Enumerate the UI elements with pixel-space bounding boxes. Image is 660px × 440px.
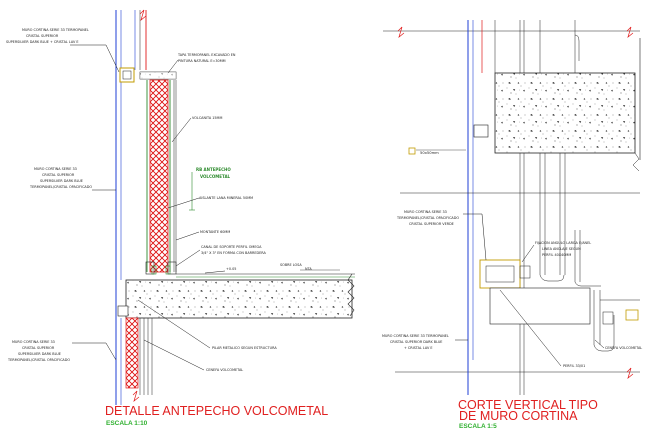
note-tapa-1: TAPA TERMOPANEL EXCAVADO EN: [177, 53, 236, 57]
note-muro-top-1: MURO CORTINA SERIE 33 TERMOPANEL: [22, 28, 89, 32]
left-annotations: MURO CORTINA SERIE 33 TERMOPANEL CRISTAL…: [6, 28, 312, 372]
right-detail-drawing: 50x50mm: [383, 20, 641, 395]
note-pilar: PILAR METALICO SEGUN ESTRUCTURA: [212, 346, 277, 350]
note-fijacion-1: FIJACION ANGULO LARGA E/ANEL: [535, 241, 591, 245]
left-detail-title: DETALLE ANTEPECHO VOLCOMETAL: [105, 404, 328, 418]
note-muro-mid-4: TERMOPANEL/CRISTAL OPACIFICADO: [29, 185, 92, 189]
note-sobre-losa: SOBRE LOSA: [280, 263, 302, 267]
note-muro-low-1: MURO CORTINA SERIE 33: [12, 340, 55, 344]
note-tapa-2: PINTURA NATURAL e=30mm: [178, 59, 226, 63]
right-detail-title-line2: DE MURO CORTINA: [459, 409, 578, 423]
note-nivel: +0.05: [226, 267, 236, 271]
note-volcanita: VOLCANITA 15mm: [192, 116, 222, 120]
right-detail-scale: ESCALA 1:5: [459, 423, 497, 430]
note-perfil: PERFIL 33/01: [563, 364, 585, 368]
left-detail-drawing: [115, 9, 355, 405]
note-right-muro-2: TERMOPANEL/CRISTAL OPACIFICADO: [396, 216, 459, 220]
note-antepecho-1: RB ANTEPECHO: [196, 167, 231, 172]
note-canal-1: CANAL DE SOPORTE PERFIL OMEGA: [201, 245, 262, 249]
note-canal-2: 3/4" x 3" EN FORMA CON BARREDERA: [201, 251, 266, 255]
note-fijacion-3: PERFIL 40x40mm: [542, 253, 571, 257]
note-cenefa-right: CENEFA VOLCOMETAL: [605, 346, 642, 350]
dimension-50x50: 50x50mm: [420, 151, 439, 155]
note-muro-mid-2: CRISTAL SUPERIOR: [42, 173, 75, 177]
right-detail-title-line1: CORTE VERTICAL TIPO: [458, 398, 598, 412]
note-muro-mid-1: MURO CORTINA SERIE 33: [34, 167, 77, 171]
note-muro-top-3: SUPERSILVER DARK BLUE + CRISTAL LAV E: [6, 40, 79, 44]
note-right-bottom-1: MURO CORTINA SERIE 33 TERMOPANEL: [382, 334, 449, 338]
note-muro-low-3: SUPERSILVER DARK BLUE: [18, 352, 61, 356]
note-right-bottom-3: + CRISTAL LAV E: [404, 346, 433, 350]
note-nta: NTA: [305, 267, 312, 271]
note-aislante: AISLANTE LANA MINERAL 50mm: [199, 196, 253, 200]
note-muro-mid-3: SUPERSILVER DARK BLUE: [40, 179, 83, 183]
note-right-muro-3: CRISTAL SUPERIOR VERDE: [409, 222, 454, 226]
note-muro-top-2: CRISTAL SUPERIOR: [26, 34, 59, 38]
note-muro-low-2: CRISTAL SUPERIOR: [22, 346, 55, 350]
note-montante: MONTANTE 60mm: [200, 230, 230, 234]
note-muro-low-4: TERMOPANEL/CRISTAL OPACIFICADO: [7, 358, 70, 362]
note-cenefa-left: CENEFA VOLCOMETAL: [206, 368, 243, 372]
right-annotations: MURO CORTINA SERIE 33 TERMOPANEL/CRISTAL…: [382, 210, 642, 368]
note-antepecho-2: VOLCOMETAL: [200, 174, 231, 179]
note-fijacion-2: LINEA ANCLAJE SEGUN: [542, 247, 581, 251]
left-detail-scale: ESCALA 1:10: [106, 420, 148, 427]
note-right-bottom-2: CRISTAL SUPERIOR DARK BLUE: [390, 340, 442, 344]
note-right-muro-1: MURO CORTINA SERIE 33: [404, 210, 447, 214]
